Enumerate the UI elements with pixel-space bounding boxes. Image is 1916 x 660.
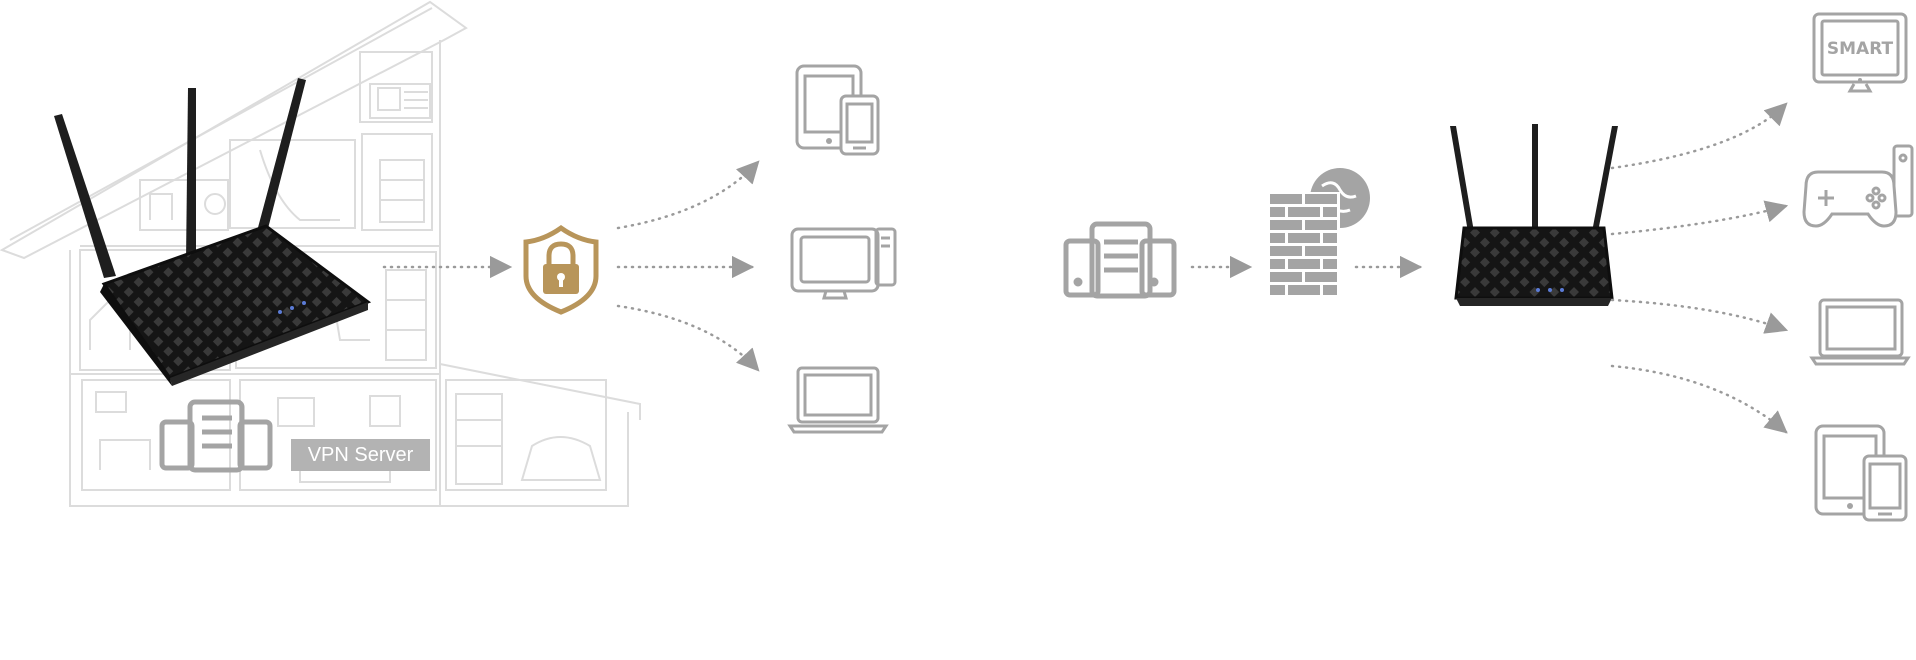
tablet-phone-icon [1814, 424, 1908, 522]
arrows-left [382, 160, 760, 372]
server-icon [1063, 221, 1177, 299]
tablet-phone-icon [795, 64, 880, 156]
smart-tv-icon [1812, 12, 1908, 93]
smart-tv-text: SMART [1827, 39, 1894, 59]
arrows-right [1610, 102, 1789, 434]
router [1450, 124, 1618, 306]
game-console-icon [1802, 144, 1914, 228]
firewall-globe-icon [1268, 168, 1370, 296]
desktop-pc-icon [790, 227, 897, 300]
shield-lock-icon [523, 224, 599, 315]
laptop-icon [1809, 298, 1911, 366]
vpn-server-label: VPN Server [291, 439, 430, 471]
laptop-icon [787, 366, 889, 434]
vpn-server-icon [159, 399, 273, 473]
router [54, 78, 372, 386]
